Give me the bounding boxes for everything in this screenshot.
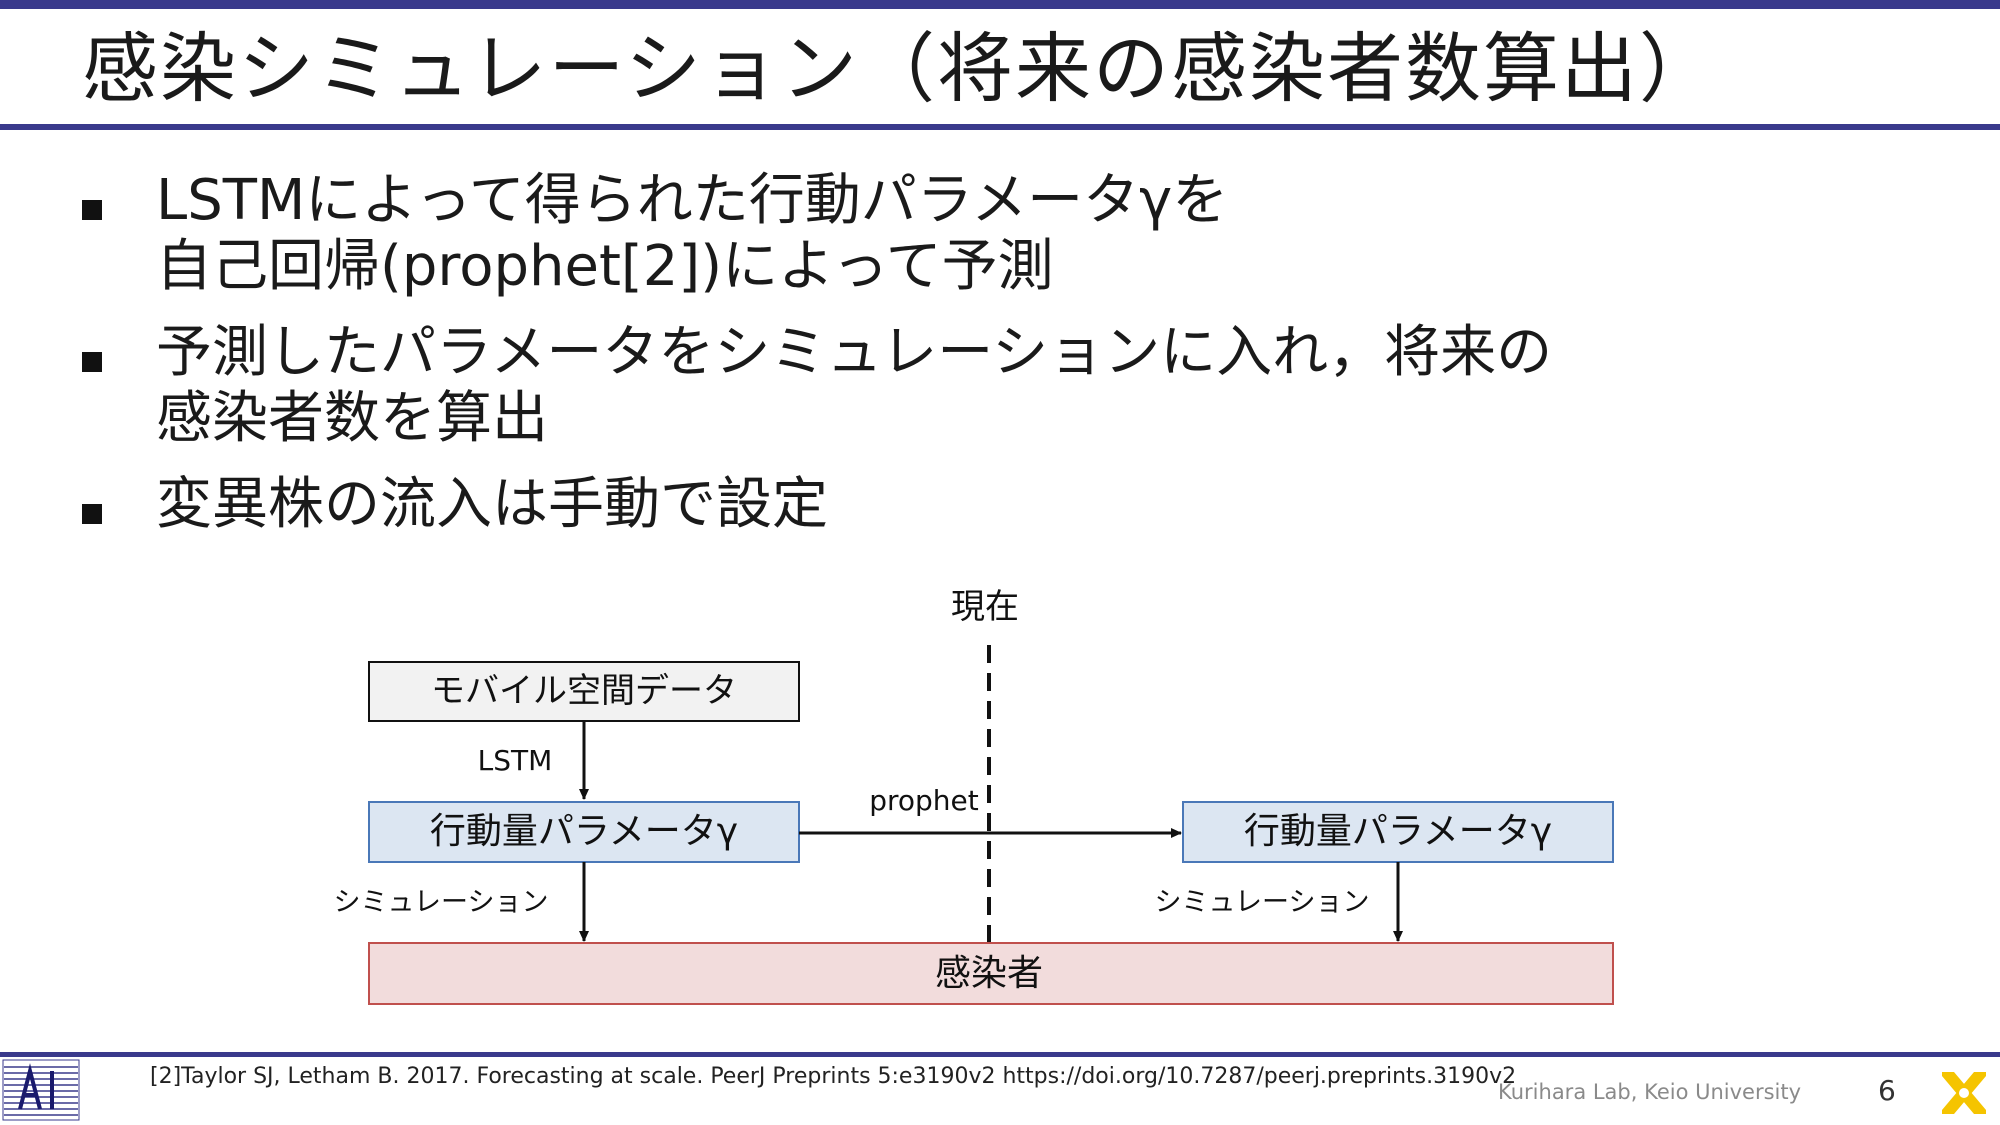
bullet-item: LSTMによって得られた行動パラメータγを 自己回帰(prophet[2])によ…	[78, 168, 1778, 300]
university-logo-icon	[1942, 1072, 1986, 1114]
top-accent-bar	[0, 0, 2000, 9]
mobility-data-label: モバイル空間データ	[431, 671, 737, 711]
bullet-line: 予測したパラメータをシミュレーションに入れ，将来の	[156, 320, 1553, 385]
simulation-label-left: シミュレーション	[334, 887, 549, 918]
bullet-line: 自己回帰(prophet[2])によって予測	[156, 234, 1054, 299]
bullet-list: LSTMによって得られた行動パラメータγを 自己回帰(prophet[2])によ…	[78, 168, 1778, 558]
bullet-line: 感染者数を算出	[156, 386, 548, 451]
simulation-label-right: シミュレーション	[1155, 887, 1370, 918]
bullet-marker	[82, 200, 102, 220]
title-divider	[0, 124, 2000, 130]
bullet-item: 予測したパラメータをシミュレーションに入れ，将来の 感染者数を算出	[78, 320, 1778, 452]
slide-title: 感染シミュレーション（将来の感染者数算出）	[82, 24, 1717, 113]
bullet-marker	[82, 504, 102, 524]
footer-divider	[0, 1052, 2000, 1057]
bullet-line: LSTMによって得られた行動パラメータγを	[156, 168, 1229, 233]
lab-name: Kurihara Lab, Keio University	[1498, 1080, 1802, 1104]
param-box-current-label: 行動量パラメータγ	[430, 811, 738, 852]
page-number: 6	[1878, 1074, 1896, 1107]
reference-citation: [2]Taylor SJ, Letham B. 2017. Forecastin…	[150, 1064, 1517, 1089]
param-box-future	[1182, 801, 1614, 863]
bullet-marker	[82, 352, 102, 372]
infected-box-label: 感染者	[935, 953, 1043, 994]
lab-logo-icon	[2, 1059, 80, 1121]
bullet-line: 変異株の流入は手動で設定	[156, 472, 828, 537]
prophet-label: prophet	[869, 784, 979, 817]
lstm-label: LSTM	[478, 744, 553, 777]
param-box-current	[368, 801, 800, 863]
now-label: 現在	[951, 587, 1019, 627]
param-box-future-label: 行動量パラメータγ	[1244, 811, 1552, 852]
bullet-item: 変異株の流入は手動で設定	[78, 472, 1778, 538]
mobility-data-box	[368, 661, 800, 722]
infected-box	[368, 942, 1614, 1005]
